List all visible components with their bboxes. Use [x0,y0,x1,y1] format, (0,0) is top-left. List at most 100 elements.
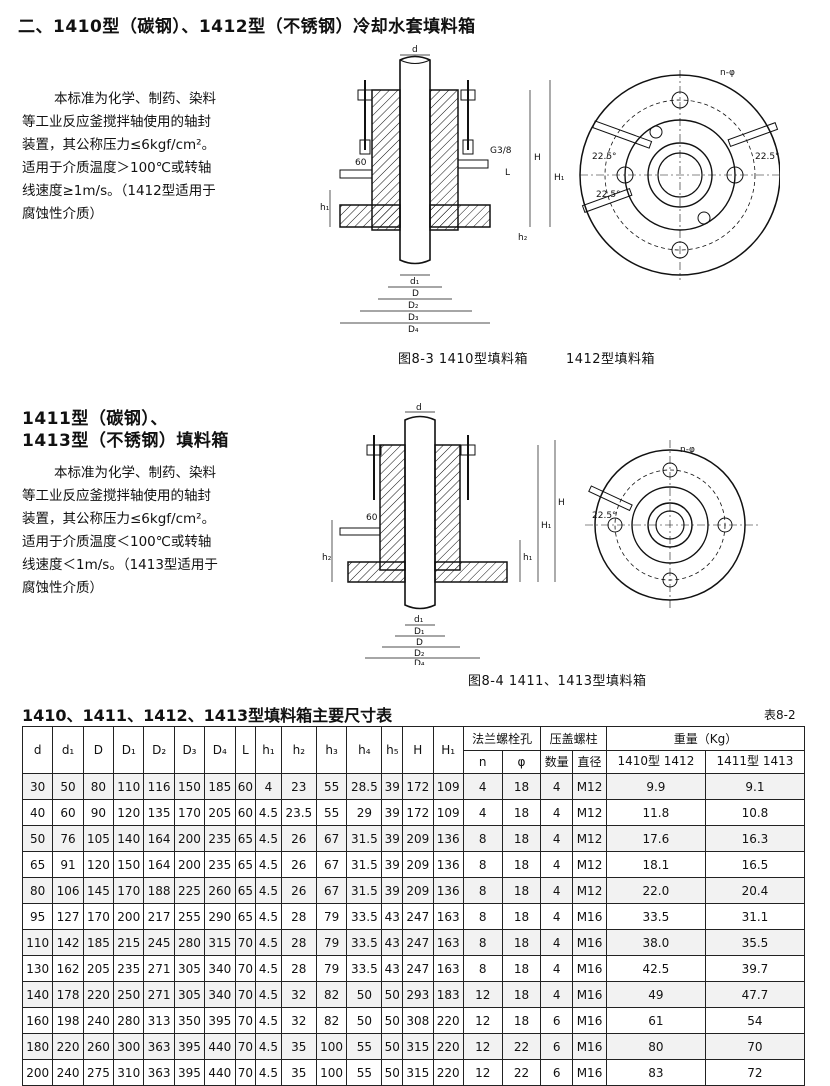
table-cell: 170 [173,799,206,826]
table-cell: 55 [346,1059,383,1086]
table-cell: 67 [315,851,348,878]
dim-label: D₁ [414,627,425,637]
table-cell: 9.1 [704,773,806,800]
dim-label: D₂ [408,301,419,311]
table-cell: 215 [113,929,145,956]
table-cell: 255 [173,903,206,930]
table-cell: 50 [346,1007,383,1034]
table-cell: M16 [572,1059,607,1086]
table-cell: 22.0 [605,877,706,904]
dim-label: H₁ [541,521,552,531]
dim-label: G3/8 [490,146,512,156]
table-cell: 220 [432,1007,464,1034]
table-cell: 136 [432,825,464,852]
col-n: n [462,749,503,774]
col-D1: D₁ [113,726,145,774]
table-cell: 150 [173,773,206,800]
table-cell: 395 [173,1033,206,1060]
table-cell: 183 [432,981,464,1008]
desc-line: 腐蚀性介质） [22,206,103,222]
figure-8-4-drawing: d H H₁ h₂ h₁ 60 d₁ D₁ D D₂ D₄ 22.5° n-φ [322,403,760,665]
table-cell: 79 [315,929,348,956]
table-cell: 105 [82,825,115,852]
desc-line: 适用于介质温度＜100℃或转轴 [22,534,212,550]
table-cell: 220 [432,1033,464,1060]
table-cell: M16 [572,981,607,1008]
table-cell: 18 [501,877,542,904]
desc-line: 腐蚀性介质） [22,580,103,596]
table-cell: 70 [234,955,257,982]
table-cell: 315 [204,929,236,956]
table-cell: 54 [704,1007,806,1034]
table-cell: 4 [540,825,574,852]
table-cell: 82 [315,981,348,1008]
table-cell: 76 [52,825,84,852]
table-cell: 47.7 [704,981,806,1008]
col-w1: 1410型 1412 [605,749,706,774]
table-cell: 4 [540,929,574,956]
table-cell: 290 [204,903,236,930]
caption-1410: 图8-3 1410型填料箱 [398,352,528,367]
table-cell: 70 [234,929,257,956]
dim-label: h₂ [518,233,528,243]
dim-label: H [534,153,541,163]
table-cell: 42.5 [605,955,706,982]
table-cell: 4 [540,877,574,904]
table-cell: 70 [234,981,257,1008]
table-cell: 18 [501,851,542,878]
table-cell: 55 [346,1033,383,1060]
col-gland-studs: 压盖螺柱 [540,726,607,751]
col-h2: h₂ [280,726,317,774]
table-cell: 140 [21,981,54,1008]
table-cell: 200 [173,825,206,852]
table-cell: 70 [234,1033,257,1060]
table-cell: 91 [52,851,84,878]
desc-line: 等工业反应釜搅拌轴使用的轴封 [22,488,211,504]
col-dia: 直径 [572,749,607,774]
table-cell: 247 [402,903,434,930]
table-cell: 50 [381,981,404,1008]
table-cell: 18 [501,773,542,800]
table-cell: 43 [381,955,404,982]
table-cell: 12 [462,981,503,1008]
table-cell: 39 [381,851,404,878]
table-cell: 185 [204,773,236,800]
table-cell: 363 [143,1059,175,1086]
table-cell: 4 [540,981,574,1008]
table-cell: 16.3 [704,825,806,852]
table-cell: 28.5 [346,773,383,800]
table-cell: 29 [346,799,383,826]
table-cell: 250 [113,981,145,1008]
table-cell: 160 [21,1007,54,1034]
table-cell: 109 [432,799,464,826]
section2-description: 本标准为化学、制药、染料 等工业反应釜搅拌轴使用的轴封 装置，其公称压力≤6kg… [22,462,262,600]
table-cell: 40 [21,799,54,826]
table-cell: 4 [540,903,574,930]
table-title: 1410、1411、1412、1413型填料箱主要尺寸表 [22,706,393,725]
table-cell: 9.9 [605,773,706,800]
table-cell: 70 [234,1007,257,1034]
table-cell: 110 [113,773,145,800]
section2-title-line1: 1411型（碳钢）、 [22,409,168,429]
dimension-table: d d₁ D D₁ D₂ D₃ D₄ L h₁ h₂ h₃ h₄ h₅ H H₁… [21,726,806,1086]
table-cell: 350 [173,1007,206,1034]
table-cell: 23.5 [280,799,317,826]
table-cell: 136 [432,851,464,878]
table-cell: 4.5 [255,825,282,852]
table-cell: 65 [234,825,257,852]
table-cell: 18 [501,981,542,1008]
desc-line: 装置，其公称压力≤6kgf/cm²。 [22,511,216,527]
table-cell: 4 [462,773,503,800]
figure-8-3-drawing: d d₁ D D₂ D₃ D₄ H H₁ h₁ h₂ L G3/8 60 22.… [320,45,780,335]
hole-label: n-φ [720,68,735,78]
table-cell: 130 [21,955,54,982]
table-cell: 135 [143,799,175,826]
table-cell: 209 [402,877,434,904]
table-cell: 95 [21,903,54,930]
table-cell: 50 [381,1033,404,1060]
table-cell: 80 [605,1033,706,1060]
